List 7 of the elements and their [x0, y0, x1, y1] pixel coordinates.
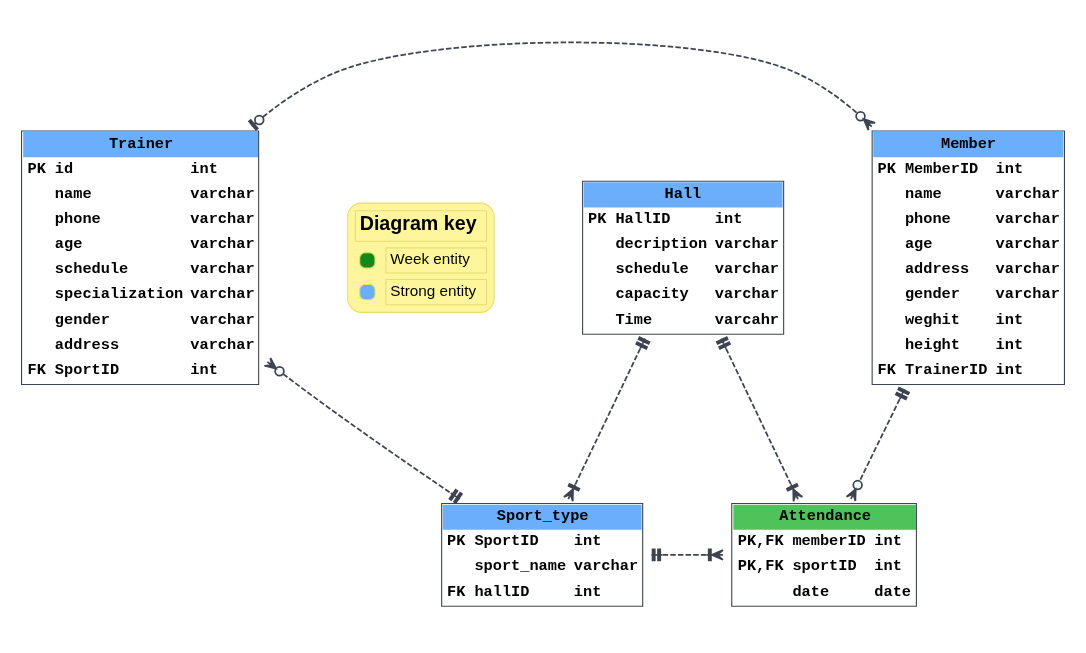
- connector: [563, 336, 651, 503]
- legend-label: Week entity: [390, 250, 470, 268]
- connector: [263, 357, 464, 505]
- connector: [715, 336, 804, 503]
- connector: [845, 386, 911, 502]
- legend-label: Strong entity: [390, 282, 477, 300]
- label: Diagram key: [359, 211, 477, 234]
